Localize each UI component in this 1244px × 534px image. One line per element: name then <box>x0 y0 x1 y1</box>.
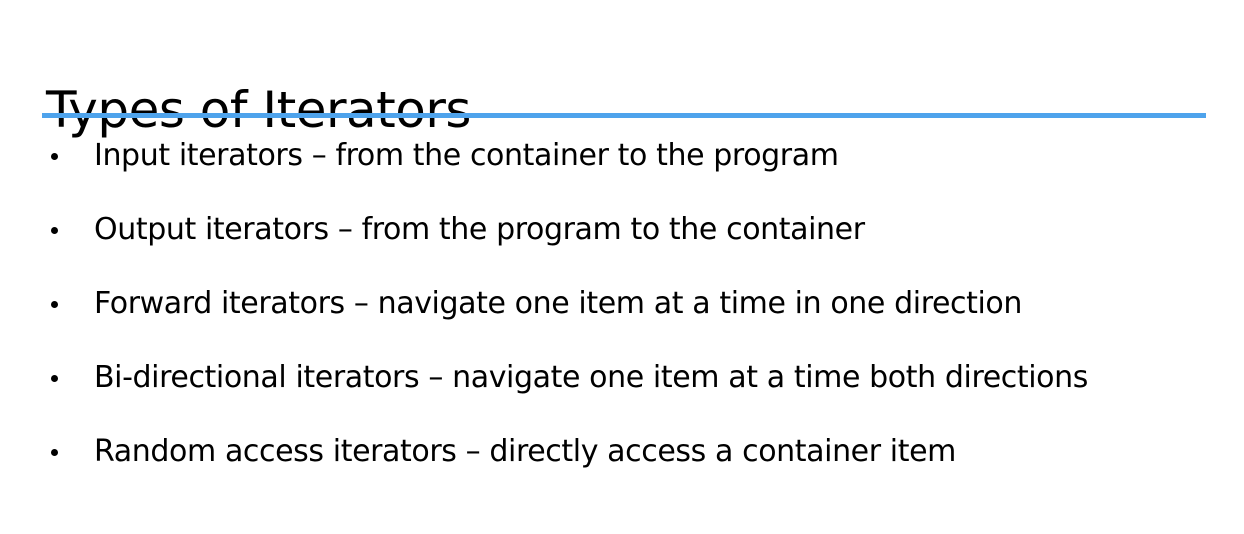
slide-title: Types of Iterators <box>46 80 471 139</box>
bullet-text: Bi-directional iterators – navigate one … <box>94 360 1088 395</box>
title-underline <box>42 113 1206 118</box>
bullet-text: Random access iterators – directly acces… <box>94 434 956 469</box>
bullet-text: Input iterators – from the container to … <box>94 138 839 173</box>
bullet-dot-icon <box>51 227 58 234</box>
bullet-dot-icon <box>51 449 58 456</box>
bullet-text: Forward iterators – navigate one item at… <box>94 286 1022 321</box>
bullet-dot-icon <box>51 301 58 308</box>
bullet-item: Input iterators – from the container to … <box>0 129 1244 203</box>
bullet-item: Bi-directional iterators – navigate one … <box>0 351 1244 425</box>
bullet-list: Input iterators – from the container to … <box>0 129 1244 499</box>
bullet-dot-icon <box>51 153 58 160</box>
bullet-text: Output iterators – from the program to t… <box>94 212 865 247</box>
bullet-item: Random access iterators – directly acces… <box>0 425 1244 499</box>
bullet-item: Output iterators – from the program to t… <box>0 203 1244 277</box>
bullet-item: Forward iterators – navigate one item at… <box>0 277 1244 351</box>
bullet-dot-icon <box>51 375 58 382</box>
